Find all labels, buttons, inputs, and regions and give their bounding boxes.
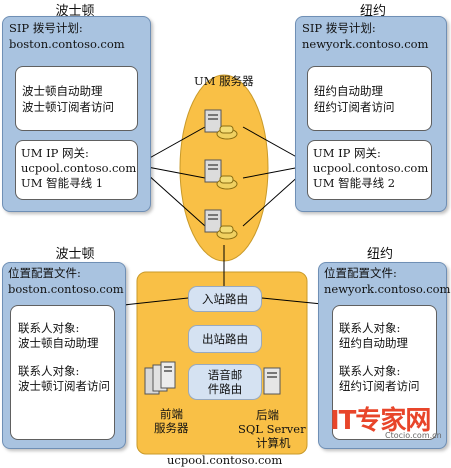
backend-label-2: SQL Server	[238, 422, 306, 436]
newyork-aa-line-1: 纽约自动助理	[314, 84, 383, 98]
boston-aa-line-2: 波士顿订阅者访问	[22, 100, 114, 114]
boston-contact1-line-1: 联系人对象:	[18, 321, 80, 335]
newyork-contact1-line-1: 联系人对象:	[339, 321, 401, 335]
watermark-site: Ctocio.com.cn	[385, 431, 442, 440]
pool-name-label: ucpool.contoso.com	[167, 453, 283, 467]
newyork-gateway-line-3: UM 智能寻线 2	[313, 176, 396, 190]
newyork-gateway-line-1: UM IP 网关:	[313, 146, 381, 160]
newyork-top-title: 纽约	[359, 4, 386, 19]
backend-label-1: 后端	[256, 408, 279, 422]
inbound-routing-box: 入站路由	[188, 286, 262, 312]
boston-gateway-line-3: UM 智能寻线 1	[21, 176, 104, 190]
boston-bottom-title: 波士顿	[55, 247, 95, 262]
newyork-aa-box	[307, 66, 432, 131]
pool-box	[136, 271, 308, 455]
boston-contacts-box	[10, 305, 115, 440]
newyork-bottom-title: 纽约	[366, 247, 393, 262]
boston-gateway-box	[15, 140, 138, 200]
newyork-contact2-line-1: 联系人对象:	[339, 364, 401, 378]
boston-contact2-line-1: 联系人对象:	[18, 364, 80, 378]
newyork-gateway-box	[307, 140, 432, 200]
voicemail-routing-box: 语音邮 件路由	[188, 364, 262, 400]
boston-dial-plan-label: SIP 拨号计划:	[9, 21, 83, 35]
connector-boston-contacts-inbound	[123, 297, 189, 306]
newyork-profile-value: newyork.contoso.com	[324, 282, 451, 296]
boston-gateway-line-1: UM IP 网关:	[21, 146, 89, 160]
inbound-routing-label: 入站路由	[202, 292, 248, 306]
frontend-label-2: 服务器	[154, 421, 189, 435]
voicemail-routing-line-1: 语音邮	[207, 368, 243, 382]
outbound-routing-label: 出站路由	[202, 332, 248, 346]
boston-contact1-line-2: 波士顿自动助理	[18, 336, 99, 350]
boston-top-title: 波士顿	[55, 4, 95, 19]
boston-profile-value: boston.contoso.com	[8, 282, 124, 296]
backend-label-3: 计算机	[256, 436, 291, 450]
voicemail-routing-line-2: 件路由	[207, 382, 243, 396]
boston-aa-line-1: 波士顿自动助理	[22, 84, 103, 98]
boston-aa-box	[15, 66, 138, 131]
boston-profile-label: 位置配置文件:	[8, 266, 81, 280]
newyork-gateway-line-2: ucpool.contoso.com	[313, 161, 429, 175]
um-server-ellipse	[179, 74, 269, 262]
newyork-contact1-line-2: 纽约自动助理	[339, 336, 408, 350]
outbound-routing-box: 出站路由	[188, 325, 262, 353]
frontend-label-1: 前端	[160, 407, 183, 421]
boston-contact2-line-2: 波士顿订阅者访问	[18, 379, 110, 393]
newyork-dial-plan-value: newyork.contoso.com	[302, 37, 429, 51]
newyork-dial-plan-label: SIP 拨号计划:	[302, 21, 376, 35]
boston-dial-plan-value: boston.contoso.com	[9, 37, 125, 51]
newyork-contacts-box	[332, 305, 437, 440]
um-server-label: UM 服务器	[194, 74, 254, 88]
watermark-brand: IT专家网	[330, 406, 431, 436]
boston-gateway-line-2: ucpool.contoso.com	[21, 161, 137, 175]
newyork-contact2-line-2: 纽约订阅者访问	[339, 379, 420, 393]
newyork-aa-line-2: 纽约订阅者访问	[314, 100, 395, 114]
newyork-profile-label: 位置配置文件:	[324, 266, 397, 280]
